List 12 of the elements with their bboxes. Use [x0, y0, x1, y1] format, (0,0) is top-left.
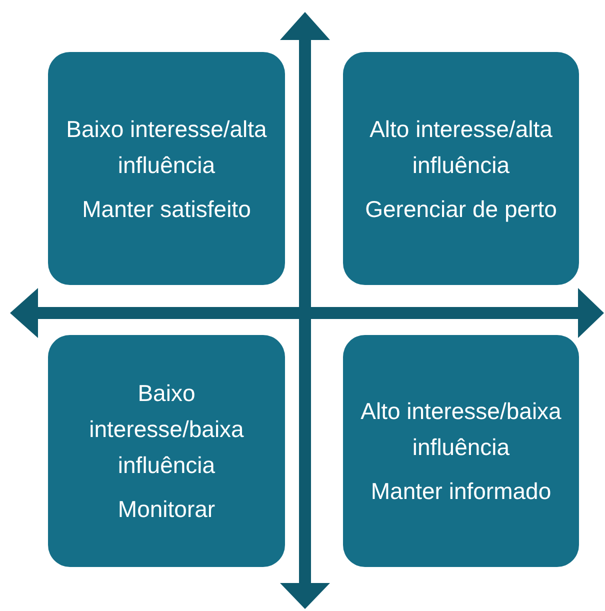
quadrant-heading: Baixo interesse/baixa influência — [88, 379, 245, 480]
quadrant-heading: Baixo interesse/alta influência — [65, 114, 268, 180]
quadrant-box — [48, 52, 285, 285]
quadrant-action: Manter informado — [370, 477, 552, 506]
quadrant-action: Gerenciar de perto — [365, 194, 557, 224]
quadrant-action: Manter satisfeito — [82, 194, 251, 224]
quadrant-action: Monitorar — [118, 495, 216, 524]
quadrant-box — [343, 335, 579, 567]
quadrant-box — [343, 52, 579, 285]
quadrant-box — [48, 335, 285, 567]
quadrant-heading: Alto interesse/baixa influência — [360, 397, 562, 462]
quadrant-heading: Alto interesse/alta influência — [368, 114, 554, 180]
